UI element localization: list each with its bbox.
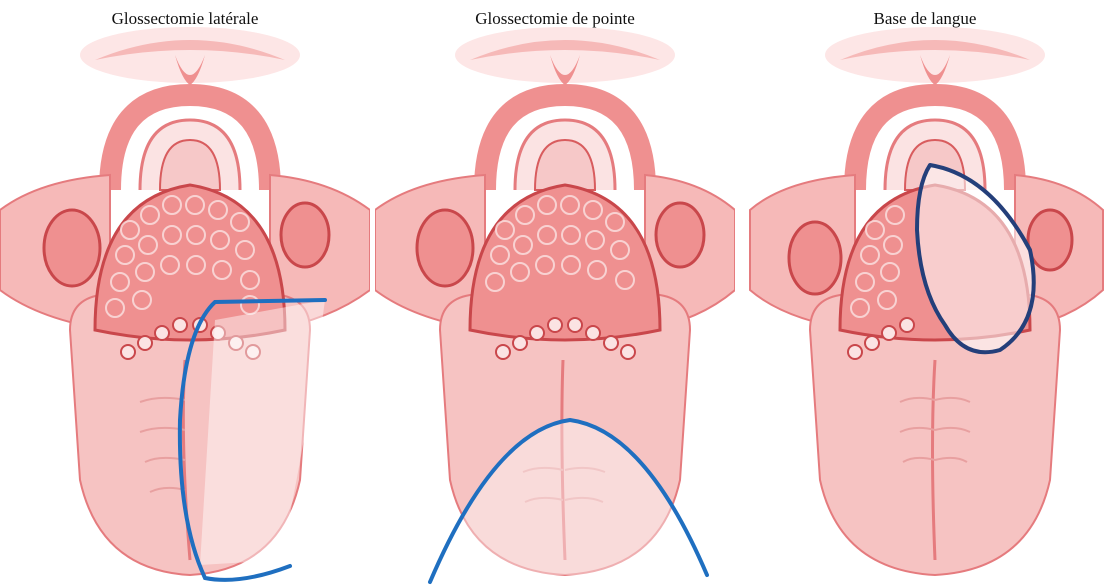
panel-lateral-glossectomy: Glossectomie latérale bbox=[0, 0, 370, 587]
tongue-illustration bbox=[745, 0, 1105, 587]
tonsil-right bbox=[281, 203, 329, 267]
resected-area bbox=[200, 300, 325, 565]
panel-base-of-tongue: Base de langue bbox=[745, 0, 1105, 587]
panel-tip-glossectomy: Glossectomie de pointe bbox=[375, 0, 735, 587]
tonsil-left bbox=[44, 210, 100, 286]
tonsil-left bbox=[789, 222, 841, 294]
tongue-anatomy bbox=[750, 27, 1103, 575]
tongue-illustration bbox=[0, 0, 370, 587]
tongue-illustration bbox=[375, 0, 735, 587]
lingual-tonsil bbox=[470, 185, 660, 340]
tonsil-right bbox=[1028, 210, 1072, 270]
tonsil-right bbox=[656, 203, 704, 267]
tonsil-left bbox=[417, 210, 473, 286]
